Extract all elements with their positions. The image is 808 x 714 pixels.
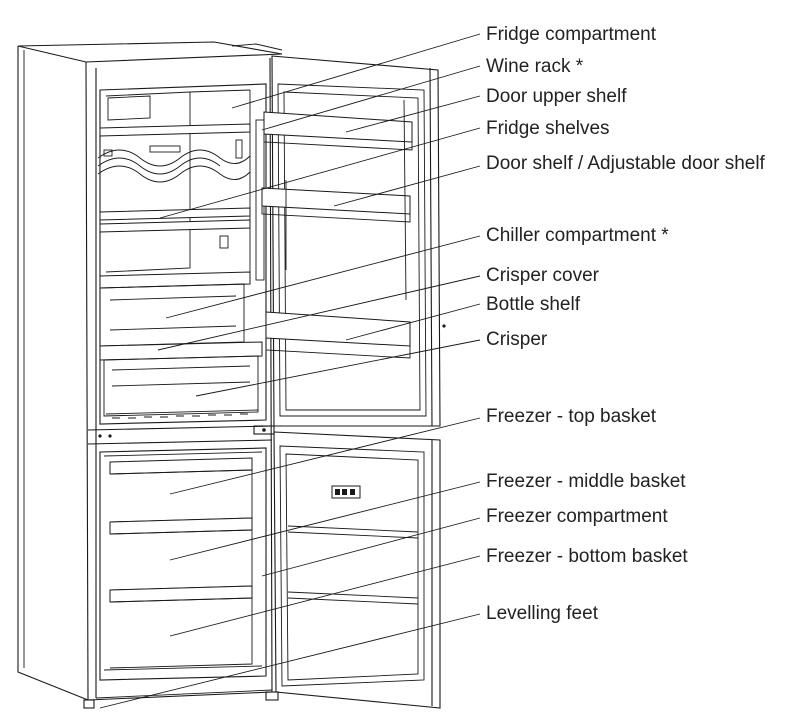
label-chiller-compartment: Chiller compartment * [486, 225, 669, 246]
label-freezer-top-basket: Freezer - top basket [486, 406, 657, 427]
freezer-door [265, 431, 441, 709]
callout-labels: Fridge compartment Wine rack * Door uppe… [486, 24, 766, 624]
label-fridge-compartment: Fridge compartment [486, 24, 657, 45]
label-levelling-feet: Levelling feet [486, 603, 599, 624]
label-bottle-shelf: Bottle shelf [486, 294, 581, 315]
label-fridge-shelves: Fridge shelves [486, 118, 610, 139]
fridge-door [253, 55, 446, 435]
label-freezer-middle-basket: Freezer - middle basket [486, 471, 686, 492]
cabinet [17, 41, 283, 709]
label-freezer-bottom-basket: Freezer - bottom basket [486, 546, 688, 567]
freezer-compartment-interior [99, 447, 267, 681]
label-crisper-cover: Crisper cover [486, 265, 600, 286]
label-wine-rack: Wine rack * [486, 56, 584, 77]
fridge-compartment-interior [97, 83, 267, 425]
label-door-shelf: Door shelf / Adjustable door shelf [486, 153, 766, 174]
label-crisper: Crisper [486, 329, 548, 350]
label-freezer-compartment: Freezer compartment [486, 506, 668, 527]
label-door-upper-shelf: Door upper shelf [486, 86, 627, 107]
leader-lines [99, 33, 481, 709]
